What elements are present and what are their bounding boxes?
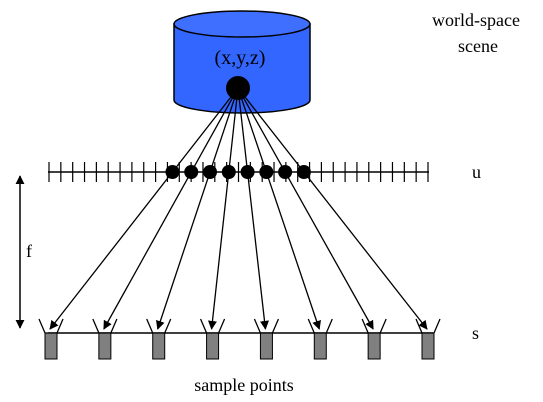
lens-point — [203, 165, 218, 179]
s-axis-label: s — [472, 323, 479, 343]
scene-point-label: (x,y,z) — [215, 47, 266, 69]
sample-aperture — [415, 318, 441, 334]
sample-points-caption: sample points — [194, 375, 294, 395]
sample-aperture — [307, 318, 333, 334]
sample-aperture — [146, 318, 172, 334]
focal-length-label: f — [26, 241, 32, 261]
sample-sensor — [421, 332, 435, 360]
scene-label-line1: world-space — [432, 10, 520, 30]
sample-aperture — [38, 318, 64, 334]
sample-point — [146, 318, 172, 360]
sample-point — [415, 318, 441, 360]
sample-point — [361, 318, 387, 360]
lens-points — [165, 165, 311, 179]
ray — [103, 87, 239, 330]
ray — [237, 87, 321, 330]
sample-aperture — [361, 318, 387, 334]
sample-sensor — [206, 332, 220, 360]
sample-aperture — [253, 318, 280, 334]
ray — [207, 87, 239, 330]
sample-point — [92, 318, 118, 360]
ray — [49, 87, 239, 330]
sample-aperture — [92, 318, 118, 334]
scene-cylinder — [173, 10, 311, 114]
cylinder-top — [173, 10, 311, 38]
lens-point — [165, 165, 180, 179]
lens-point — [278, 165, 293, 179]
lens-point — [240, 165, 255, 179]
sample-sensor — [44, 332, 58, 360]
sample-sensor — [313, 332, 327, 360]
sample-sensor — [367, 332, 381, 360]
sample-point — [199, 318, 226, 360]
sample-points-group — [38, 318, 441, 360]
rays — [49, 87, 428, 330]
scene-point — [226, 76, 250, 100]
sample-sensor — [152, 332, 166, 360]
sample-point — [38, 318, 64, 360]
sample-point — [307, 318, 333, 360]
sample-point — [253, 318, 280, 360]
u-axis-label: u — [472, 162, 481, 182]
sample-sensor — [259, 332, 273, 360]
ray — [156, 87, 239, 330]
ray — [237, 87, 374, 330]
lens-point — [259, 165, 274, 179]
lens-point — [296, 165, 311, 179]
s-plane — [38, 318, 441, 360]
lens-point — [184, 165, 199, 179]
sample-aperture — [199, 318, 226, 334]
ray — [237, 87, 428, 330]
scene-label-line2: scene — [458, 36, 498, 56]
cylinder-body — [173, 23, 311, 114]
lens-point — [221, 165, 236, 179]
u-plane — [48, 162, 429, 182]
ray — [237, 87, 269, 330]
sample-sensor — [98, 332, 112, 360]
